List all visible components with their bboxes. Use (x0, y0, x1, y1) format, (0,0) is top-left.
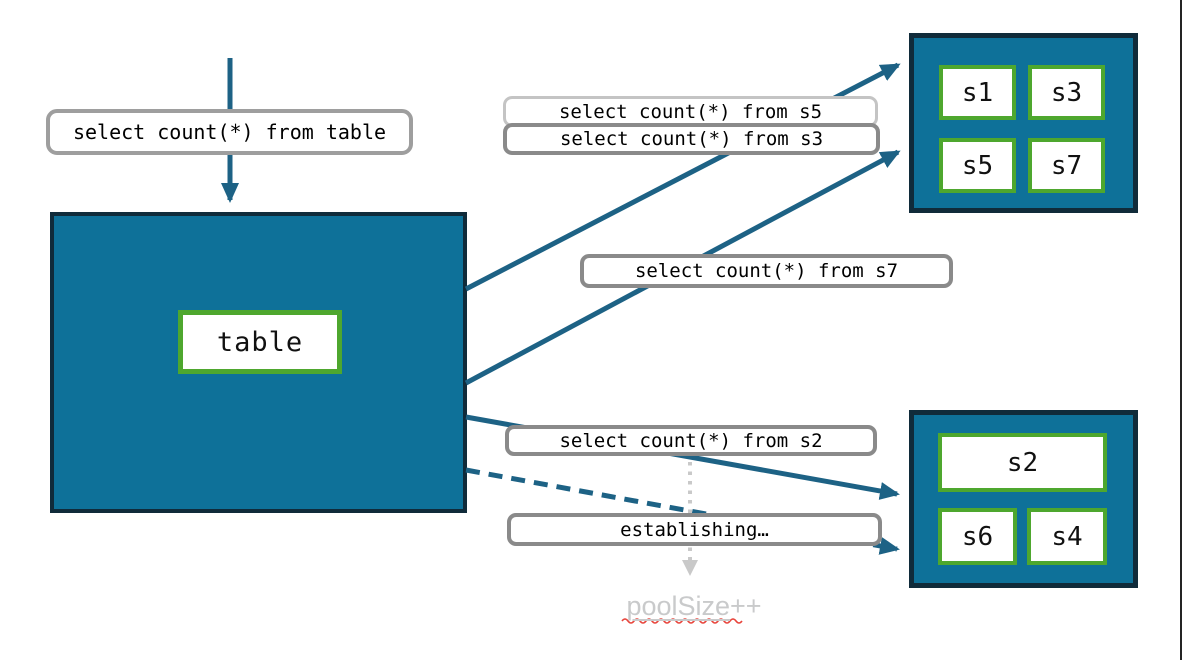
shard-label: s4 (1051, 521, 1083, 552)
shard-node-s7: s7 (1028, 138, 1105, 193)
shard-node-s3: s3 (1028, 65, 1105, 120)
shard-label: s3 (1050, 77, 1083, 108)
table-node: table (178, 310, 342, 374)
shard-label: s5 (961, 150, 994, 181)
query-text: select count(*) from table (72, 120, 387, 144)
shard-node-s4: s4 (1027, 508, 1107, 565)
query-text: select count(*) from s3 (559, 128, 824, 150)
poolsize-caption: poolSize++ (604, 591, 784, 622)
shard-label: s2 (1006, 447, 1039, 478)
query-text: select count(*) from s7 (634, 260, 899, 282)
shard-label: s1 (961, 77, 994, 108)
slide-right-edge-line (1180, 0, 1182, 660)
shard-node-s6: s6 (938, 508, 1017, 565)
query-label-s3: select count(*) from s3 (503, 123, 880, 155)
poolsize-increment: ++ (730, 591, 762, 621)
query-label-s2: select count(*) from s2 (505, 425, 877, 456)
shard-node-s2: s2 (938, 433, 1107, 492)
query-text: select count(*) from s5 (558, 100, 823, 123)
status-text: establishing… (620, 518, 769, 541)
shard-node-s1: s1 (939, 65, 1016, 120)
table-node-label: table (216, 326, 304, 358)
shard-group-bottom-box: s2 s6 s4 (909, 410, 1138, 588)
table-container-box: table (50, 212, 467, 513)
shard-label: s7 (1050, 150, 1083, 181)
query-label-table: select count(*) from table (46, 109, 413, 155)
shard-label: s6 (961, 521, 994, 552)
query-label-s7: select count(*) from s7 (580, 254, 953, 288)
query-text: select count(*) from s2 (559, 429, 823, 452)
poolsize-word: poolSize (626, 591, 731, 621)
status-label-establishing: establishing… (507, 513, 882, 546)
shard-group-top-box: s1 s3 s5 s7 (909, 33, 1138, 213)
shard-node-s5: s5 (939, 138, 1016, 193)
